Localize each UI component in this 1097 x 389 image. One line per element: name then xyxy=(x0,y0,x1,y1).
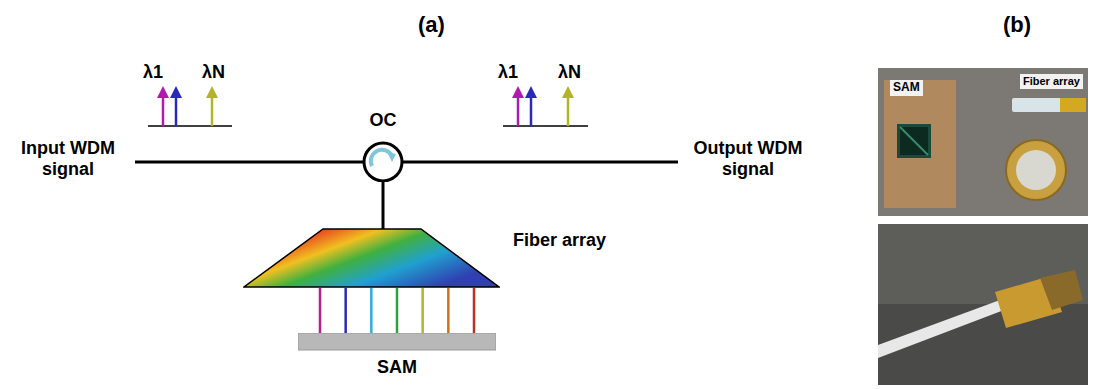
wavelength-label: λN xyxy=(558,62,581,83)
sam-chip: SAM xyxy=(298,333,496,385)
fiber-connector xyxy=(320,288,474,333)
circulator-circle: OC xyxy=(358,110,408,182)
panel-label: (b) xyxy=(1003,12,1031,37)
shape-outline xyxy=(243,228,500,288)
photo-sam-fiber xyxy=(878,68,1088,216)
photo-label: Fiber array xyxy=(1020,74,1083,89)
node-label: SAM xyxy=(377,357,417,378)
wavelength-label: λ1 xyxy=(143,62,163,83)
input-spectrum xyxy=(148,86,232,126)
fiber-line xyxy=(403,161,678,164)
wavelength-label: λN xyxy=(202,62,225,83)
fiber-line xyxy=(135,161,363,164)
signal-label: Input WDM signal xyxy=(6,138,130,179)
fiber-array-trapezoid: Fiber array xyxy=(243,228,500,288)
photo-label: SAM xyxy=(890,80,923,96)
node-label: Fiber array xyxy=(513,230,606,251)
panel-label: (a) xyxy=(418,12,445,37)
output-spectrum xyxy=(503,86,588,126)
node-label: OC xyxy=(370,110,397,131)
signal-label: Output WDM signal xyxy=(680,138,816,179)
fiber-connector xyxy=(383,182,384,229)
photo-fiber-array xyxy=(878,224,1088,385)
wavelength-label: λ1 xyxy=(498,62,518,83)
